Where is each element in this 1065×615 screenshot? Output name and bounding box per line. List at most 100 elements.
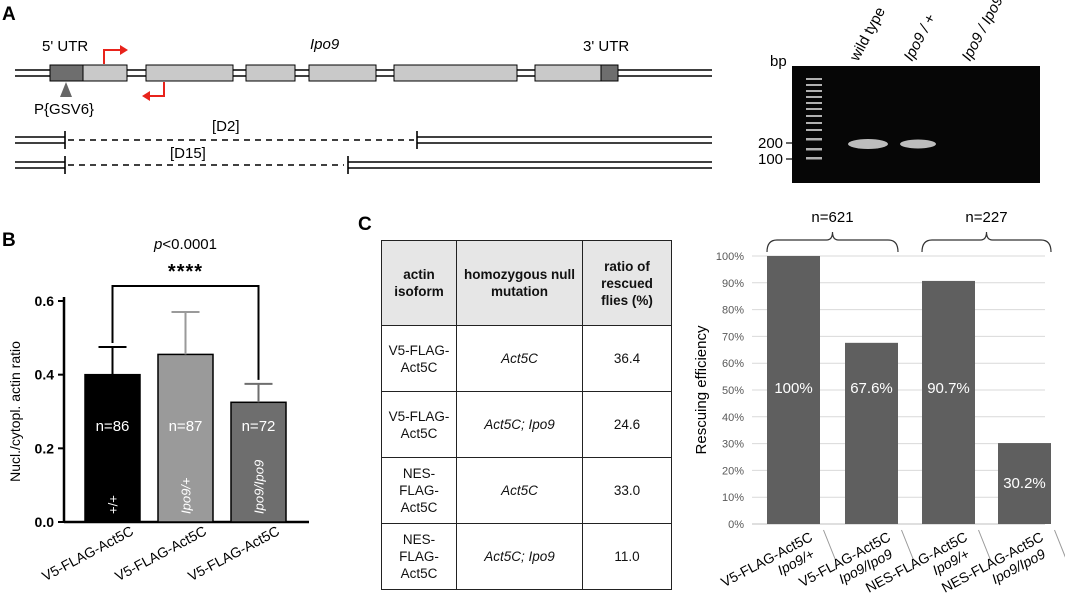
bar xyxy=(922,280,975,524)
y-tick-label: 70% xyxy=(722,331,744,343)
y-tick-label: 60% xyxy=(722,358,744,370)
exon-6 xyxy=(534,64,602,82)
genotype-label: Ipo9/Ipo9 xyxy=(252,460,267,514)
deletion-d2 xyxy=(15,131,712,149)
panel-label-b: B xyxy=(2,230,16,251)
insertion-arrowhead xyxy=(60,82,72,97)
significance-bracket xyxy=(111,285,260,380)
y-tick-label: 50% xyxy=(722,385,744,397)
bar xyxy=(230,401,287,523)
group-brace xyxy=(921,231,1052,253)
bar xyxy=(767,256,820,524)
table-header: homozygous null mutation xyxy=(456,240,583,326)
y-tick-label: 30% xyxy=(722,439,744,451)
y-tick-label: 80% xyxy=(722,305,744,317)
deletion-d15 xyxy=(15,156,712,174)
tick-divider xyxy=(823,529,836,561)
bar xyxy=(845,342,898,524)
reverse-primer-arrow xyxy=(142,82,165,101)
y-tick-label: 40% xyxy=(722,412,744,424)
y-tick-label: 0.2 xyxy=(35,440,55,456)
table-header: ratio of rescued flies (%) xyxy=(582,240,672,326)
utr3-box xyxy=(600,64,619,82)
n-label: n=72 xyxy=(242,418,276,435)
table-cell: NES-FLAG-Act5C xyxy=(381,457,457,524)
panel-label-c: C xyxy=(358,214,372,235)
y-tick-label: 0% xyxy=(728,519,744,531)
band-heterozygous xyxy=(900,139,936,149)
n-label: n=87 xyxy=(169,418,203,435)
gene-map: 5' UTR 3' UTR Ipo9 P{GSV6} [D2] xyxy=(15,36,712,174)
n-label: n=86 xyxy=(96,418,130,435)
tick-divider xyxy=(901,529,914,561)
table-header: actin isoform xyxy=(381,240,457,326)
table-cell: V5-FLAG-Act5C xyxy=(381,325,457,392)
table-cell: V5-FLAG-Act5C xyxy=(381,391,457,458)
bar xyxy=(157,353,214,523)
tick-divider xyxy=(1054,529,1065,558)
insertion-label: P{GSV6} xyxy=(34,101,94,118)
p-value-label: p<0.0001 xyxy=(153,236,217,253)
table-row: NES-FLAG-Act5C Act5C 33.0 xyxy=(381,457,672,524)
chart-c: 0% 10% 20% 30% 40% 50% 60% 70% 80% 90% 100% Rescuin… xyxy=(693,209,1065,596)
table-cell: 33.0 xyxy=(582,457,672,524)
gel-bp-label: bp xyxy=(770,53,787,70)
y-tick-label: 0.4 xyxy=(35,367,55,383)
bar xyxy=(998,443,1051,524)
table-row: V5-FLAG-Act5C Act5C; Ipo9 24.6 xyxy=(381,391,672,458)
group-label: n=621 xyxy=(811,209,853,226)
group-brace xyxy=(766,231,899,253)
utr3-label: 3' UTR xyxy=(583,38,629,55)
table-cell: Act5C xyxy=(456,457,583,524)
group-label: n=227 xyxy=(965,209,1007,226)
lane-homozygous: Ipo9 / Ipo9 xyxy=(959,0,1008,64)
data-label: 30.2% xyxy=(1003,475,1046,492)
y-tick-label: 10% xyxy=(722,492,744,504)
genotype-label: +/+ xyxy=(106,495,121,514)
exon-4 xyxy=(308,64,377,82)
exon-1 xyxy=(82,64,128,82)
table-cell: 36.4 xyxy=(582,325,672,392)
ladder-bands xyxy=(806,78,822,160)
y-tick-label: 90% xyxy=(722,278,744,290)
y-tick-label: 0.0 xyxy=(35,514,55,530)
genotype-label: Ipo9/+ xyxy=(179,477,194,514)
table-row: V5-FLAG-Act5C Act5C 36.4 xyxy=(381,325,672,392)
table-cell: Act5C; Ipo9 xyxy=(456,523,583,590)
deletion-d2-label: [D2] xyxy=(212,118,240,135)
table-cell: Act5C xyxy=(456,325,583,392)
data-label: 90.7% xyxy=(927,380,970,397)
data-label: 100% xyxy=(774,380,812,397)
y-axis-title: Rescuing efficiency xyxy=(693,325,710,454)
band-wild-type xyxy=(848,139,888,149)
table-cell: Act5C; Ipo9 xyxy=(456,391,583,458)
gene-label: Ipo9 xyxy=(310,36,340,53)
tick-divider xyxy=(978,529,991,561)
y-tick-label: 100% xyxy=(716,251,744,263)
deletion-d15-label: [D15] xyxy=(170,145,206,162)
y-axis-title: Nucl./cytopl. actin ratio xyxy=(7,341,23,482)
gel-image xyxy=(792,66,1040,183)
utr5-label: 5' UTR xyxy=(42,38,88,55)
table-cell: 24.6 xyxy=(582,391,672,458)
table-row: NES-FLAG-Act5C Act5C; Ipo9 11.0 xyxy=(381,523,672,590)
marker-100: 100 xyxy=(758,151,783,168)
lane-heterozygous: Ipo9 / + xyxy=(901,11,940,64)
y-tick-label: 0.6 xyxy=(35,293,55,309)
exon-5 xyxy=(393,64,518,82)
exon-2 xyxy=(145,64,234,82)
lane-wild-type: wild type xyxy=(846,4,889,64)
rescue-table: actin isoform homozygous null mutation r… xyxy=(381,240,672,590)
significance-stars: **** xyxy=(168,261,203,283)
data-label: 67.6% xyxy=(850,380,893,397)
y-tick-label: 20% xyxy=(722,465,744,477)
marker-200: 200 xyxy=(758,135,783,152)
panel-label-a: A xyxy=(2,4,16,25)
table-cell: NES-FLAG-Act5C xyxy=(381,523,457,590)
utr5-box xyxy=(49,64,84,82)
exon-3 xyxy=(245,64,296,82)
forward-primer-arrow xyxy=(103,45,128,64)
table-cell: 11.0 xyxy=(582,523,672,590)
